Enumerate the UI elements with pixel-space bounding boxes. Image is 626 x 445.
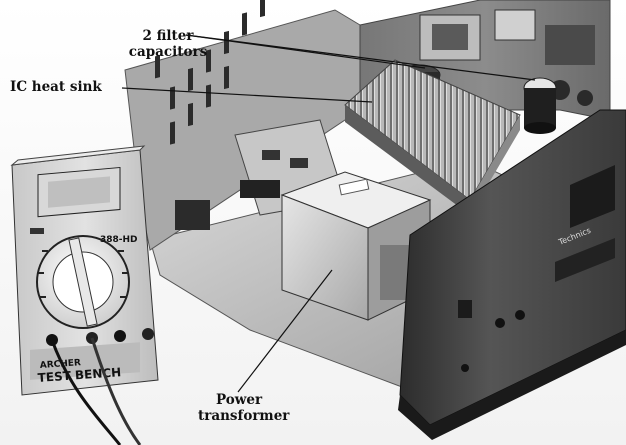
leader-lines: [121, 34, 536, 393]
front-panel: [398, 109, 626, 440]
multimeter: [10, 145, 159, 396]
callout-transformer-line2: transformer: [198, 408, 290, 424]
callout-power-transformer: Power transformer: [198, 392, 290, 424]
test-lead-1: [50, 339, 122, 445]
vent-slots: [155, 0, 265, 145]
meter-brand: ARCHER: [40, 358, 82, 371]
power-transformer: [280, 171, 432, 321]
test-lead-2: [90, 337, 142, 445]
callout-transformer-line1: Power: [215, 392, 263, 408]
callout-filter-capacitors: 2 filter capacitors: [118, 28, 218, 60]
callout-filter-line1: 2 filter: [142, 28, 194, 44]
callout-filter-line2: capacitors: [128, 44, 208, 60]
meter-name: TEST BENCH: [37, 365, 121, 385]
rear-components: [419, 9, 595, 106]
callout-ic-heat-sink: IC heat sink: [10, 79, 102, 95]
meter-model: 388-HD: [100, 235, 138, 245]
